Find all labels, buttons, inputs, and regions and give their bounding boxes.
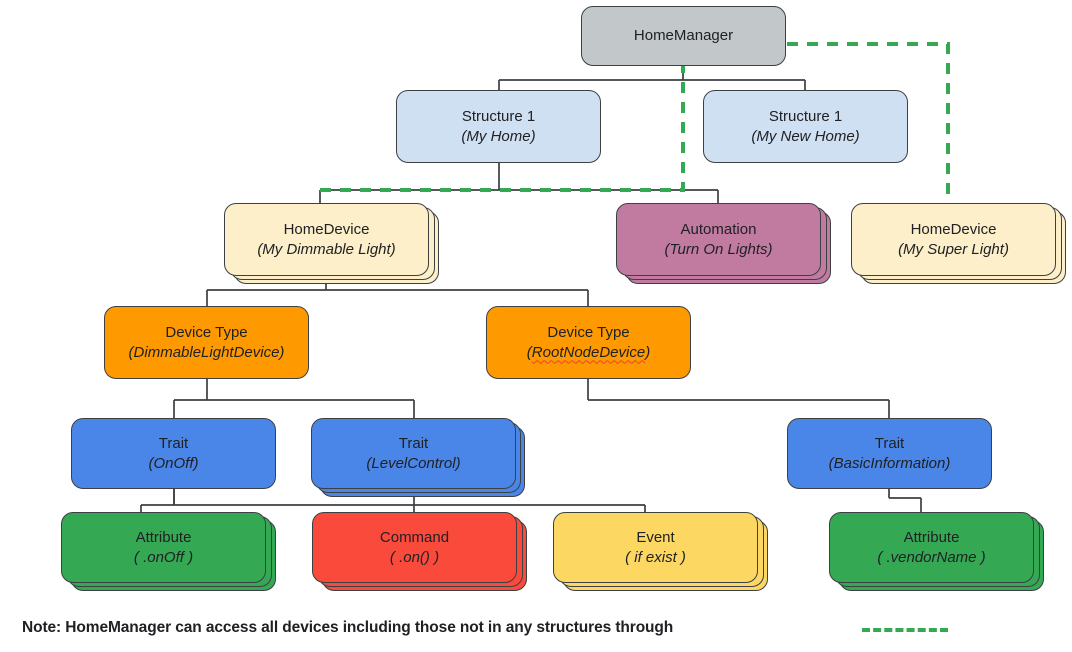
node-trait-level-control[interactable]: Trait (LevelControl) bbox=[311, 418, 516, 489]
node-device-type-root-node-value: RootNodeDevice bbox=[531, 343, 646, 361]
edge-rootnode-to-trait bbox=[587, 379, 890, 418]
footer-note-dashed-legend-icon bbox=[862, 628, 948, 632]
edge-onoff-branch bbox=[140, 489, 175, 512]
node-command-on-value: ( .on() ) bbox=[389, 548, 440, 566]
node-structure-my-home-type: Structure 1 bbox=[461, 107, 536, 125]
node-trait-onoff[interactable]: Trait (OnOff) bbox=[71, 418, 276, 489]
node-attribute-vendor-name[interactable]: Attribute ( .vendorName ) bbox=[829, 512, 1034, 583]
paren-close: ) bbox=[645, 343, 651, 361]
node-attribute-onoff-value: ( .onOff ) bbox=[133, 548, 194, 566]
node-structure-my-new-home-name: (My New Home) bbox=[751, 127, 860, 145]
node-device-type-root-node-title: Device Type bbox=[547, 323, 630, 341]
edge-dimmablelight-to-traits bbox=[173, 379, 415, 418]
node-trait-basic-information-name: (BasicInformation) bbox=[828, 454, 951, 472]
node-home-device-dimmable-type: HomeDevice bbox=[283, 220, 370, 238]
node-event-if-exist[interactable]: Event ( if exist ) bbox=[553, 512, 758, 583]
node-automation-name: (Turn On Lights) bbox=[664, 240, 773, 258]
node-structure-my-new-home-type: Structure 1 bbox=[768, 107, 843, 125]
node-attribute-vendor-name-title: Attribute bbox=[903, 528, 960, 546]
node-trait-basic-information[interactable]: Trait (BasicInformation) bbox=[787, 418, 992, 489]
paren-open: ( bbox=[526, 343, 532, 361]
node-trait-level-control-title: Trait bbox=[398, 434, 429, 452]
node-trait-level-control-name: (LevelControl) bbox=[366, 454, 461, 472]
node-attribute-vendor-name-value: ( .vendorName ) bbox=[877, 548, 986, 566]
node-command-on-title: Command bbox=[379, 528, 450, 546]
node-home-device-super-type: HomeDevice bbox=[910, 220, 997, 238]
node-home-device-dimmable-name: (My Dimmable Light) bbox=[257, 240, 396, 258]
node-automation-turn-on-lights[interactable]: Automation (Turn On Lights) bbox=[616, 203, 821, 276]
node-automation-type: Automation bbox=[680, 220, 757, 238]
node-structure-my-home-name: (My Home) bbox=[461, 127, 536, 145]
node-attribute-onoff[interactable]: Attribute ( .onOff ) bbox=[61, 512, 266, 583]
node-device-type-dimmable-title: Device Type bbox=[165, 323, 248, 341]
node-event-title: Event bbox=[636, 528, 675, 546]
node-device-type-root-node-name: (RootNodeDevice) bbox=[527, 343, 650, 363]
node-home-device-super-name: (My Super Light) bbox=[898, 240, 1009, 258]
edge-basicinformation-to-attribute bbox=[888, 489, 922, 512]
node-home-manager[interactable]: HomeManager bbox=[581, 6, 786, 66]
node-structure-my-new-home[interactable]: Structure 1 (My New Home) bbox=[703, 90, 908, 163]
node-trait-onoff-title: Trait bbox=[158, 434, 189, 452]
edge-structure-to-children bbox=[319, 163, 719, 203]
edge-homemanager-to-structures bbox=[498, 66, 806, 90]
footer-note: Note: HomeManager can access all devices… bbox=[22, 619, 674, 636]
node-trait-onoff-name: (OnOff) bbox=[148, 454, 199, 472]
node-home-manager-title: HomeManager bbox=[633, 27, 734, 45]
node-home-device-super-light[interactable]: HomeDevice (My Super Light) bbox=[851, 203, 1056, 276]
node-structure-my-home[interactable]: Structure 1 (My Home) bbox=[396, 90, 601, 163]
edge-onoff-to-attribute bbox=[173, 489, 175, 505]
node-device-type-root-node[interactable]: Device Type (RootNodeDevice) bbox=[486, 306, 691, 379]
node-home-device-dimmable[interactable]: HomeDevice (My Dimmable Light) bbox=[224, 203, 429, 276]
node-device-type-dimmable-name: (DimmableLightDevice) bbox=[128, 343, 285, 361]
node-device-type-dimmable-light[interactable]: Device Type (DimmableLightDevice) bbox=[104, 306, 309, 379]
node-command-on[interactable]: Command ( .on() ) bbox=[312, 512, 517, 583]
node-attribute-onoff-title: Attribute bbox=[135, 528, 192, 546]
node-trait-basic-information-title: Trait bbox=[874, 434, 905, 452]
node-event-value: ( if exist ) bbox=[625, 548, 686, 566]
